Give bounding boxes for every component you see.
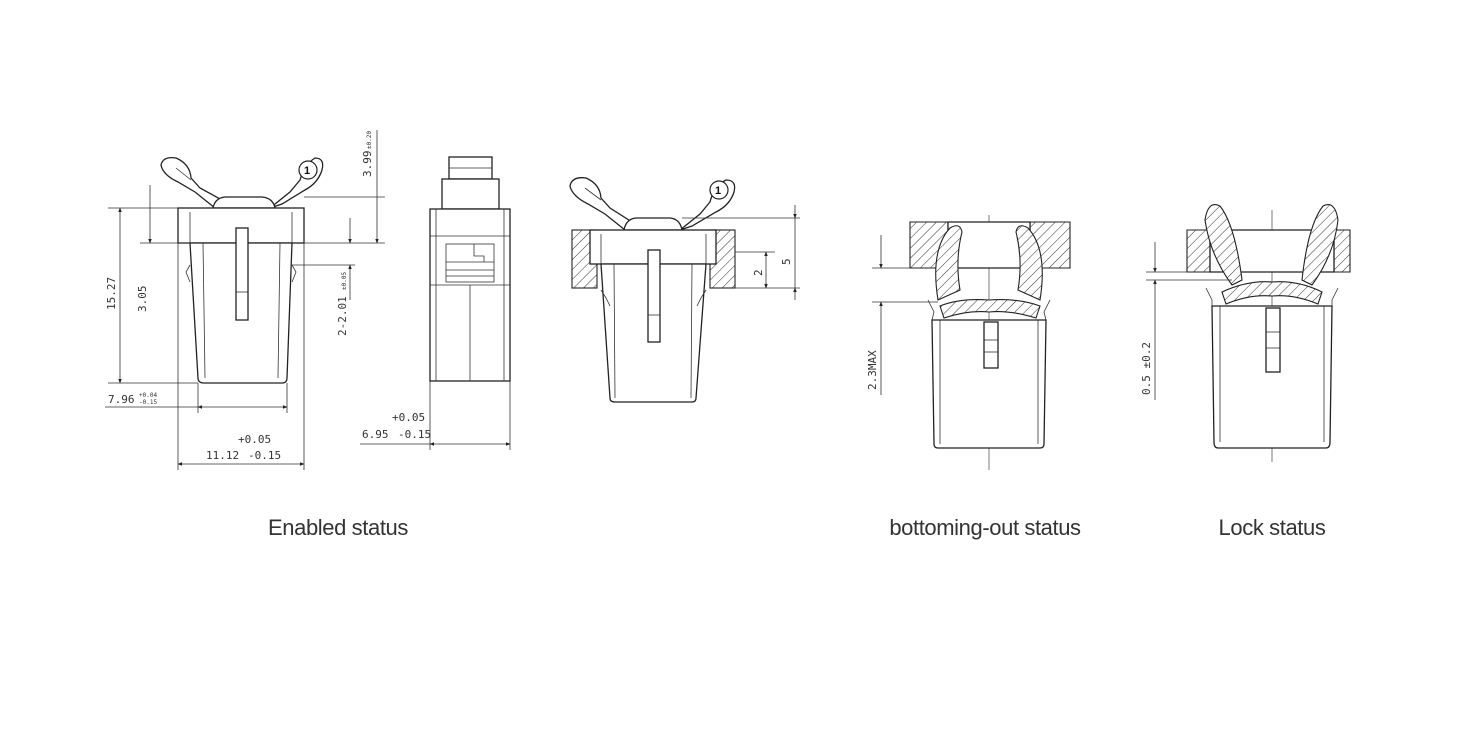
dim-3-05: 3.05 <box>136 286 149 313</box>
center-slot <box>235 227 249 321</box>
callout-number: 1 <box>304 165 310 177</box>
panel-callout-circle <box>709 180 729 200</box>
dim-2-2-01: 2-2.01 <box>336 296 349 336</box>
panel-center-slot <box>647 249 661 343</box>
lock-left-arm <box>1204 204 1243 286</box>
dim-3-99-tol: ±0.20 <box>366 131 373 149</box>
panel-view: 1 2 5 <box>569 177 800 403</box>
dim-11-12-tol-upper: +0.05 <box>238 433 271 446</box>
bottoming-view: 2.3MAX <box>866 215 1071 470</box>
dim-7-96: 7.96 <box>108 393 135 406</box>
dim-3-99: 3.99 <box>361 151 374 178</box>
bottoming-right-arm <box>1015 225 1043 301</box>
bottoming-body <box>931 319 1047 449</box>
left-wing <box>160 157 224 209</box>
front-view: 1 3.99 ±0.20 15.27 <box>105 130 385 470</box>
dim-6-95: 6.95 <box>362 428 389 441</box>
lock-body <box>1211 305 1333 449</box>
side-view: +0.05 6.95 -0.15 <box>360 156 511 450</box>
bottoming-left-arm <box>935 225 963 301</box>
dim-2-3max: 2.3MAX <box>866 350 879 390</box>
dim-6-95-tol-lower: -0.15 <box>398 428 431 441</box>
dim-7-96-tol-upper: +0.04 <box>139 392 157 399</box>
bottoming-dimensions: 2.3MAX <box>866 235 938 395</box>
callout-circle <box>298 160 318 180</box>
lock-dimensions: 0.5 ±0.2 <box>1140 242 1232 400</box>
panel-left-wing <box>569 177 633 231</box>
lock-right-arm <box>1301 204 1339 286</box>
dim-2: 2 <box>752 269 765 276</box>
dim-5: 5 <box>780 258 793 265</box>
lock-right-panel <box>1333 229 1351 273</box>
front-dimensions: 3.99 ±0.20 15.27 3.05 2-2.01 ±0.05 7.96 … <box>105 130 385 470</box>
right-wing: 1 <box>269 157 324 209</box>
dim-2-2-01-tol: ±0.05 <box>341 272 348 290</box>
panel-right-wing: 1 <box>679 179 736 231</box>
dim-7-96-tol-lower: -0.15 <box>139 399 157 406</box>
side-cap <box>441 178 500 210</box>
top-cap <box>212 196 276 209</box>
dim-6-95-tol-upper: +0.05 <box>392 411 425 424</box>
panel-callout-number: 1 <box>715 185 721 197</box>
caption-enabled-status: Enabled status <box>268 515 408 540</box>
bottoming-crossbar <box>939 299 1041 319</box>
lock-crossbar <box>1221 281 1323 305</box>
panel-dimensions: 2 5 <box>682 205 800 300</box>
dim-11-12-tol-lower: -0.15 <box>248 449 281 462</box>
caption-bottoming-out-status: bottoming-out status <box>889 515 1081 540</box>
caption-lock-status: Lock status <box>1219 515 1326 540</box>
lock-view: 0.5 ±0.2 <box>1140 204 1351 462</box>
lock-left-panel <box>1186 229 1211 273</box>
dim-0-5: 0.5 ±0.2 <box>1140 342 1153 395</box>
dim-11-12: 11.12 <box>206 449 239 462</box>
dim-15-27: 15.27 <box>105 277 118 310</box>
side-dimensions: +0.05 6.95 -0.15 <box>360 381 511 450</box>
